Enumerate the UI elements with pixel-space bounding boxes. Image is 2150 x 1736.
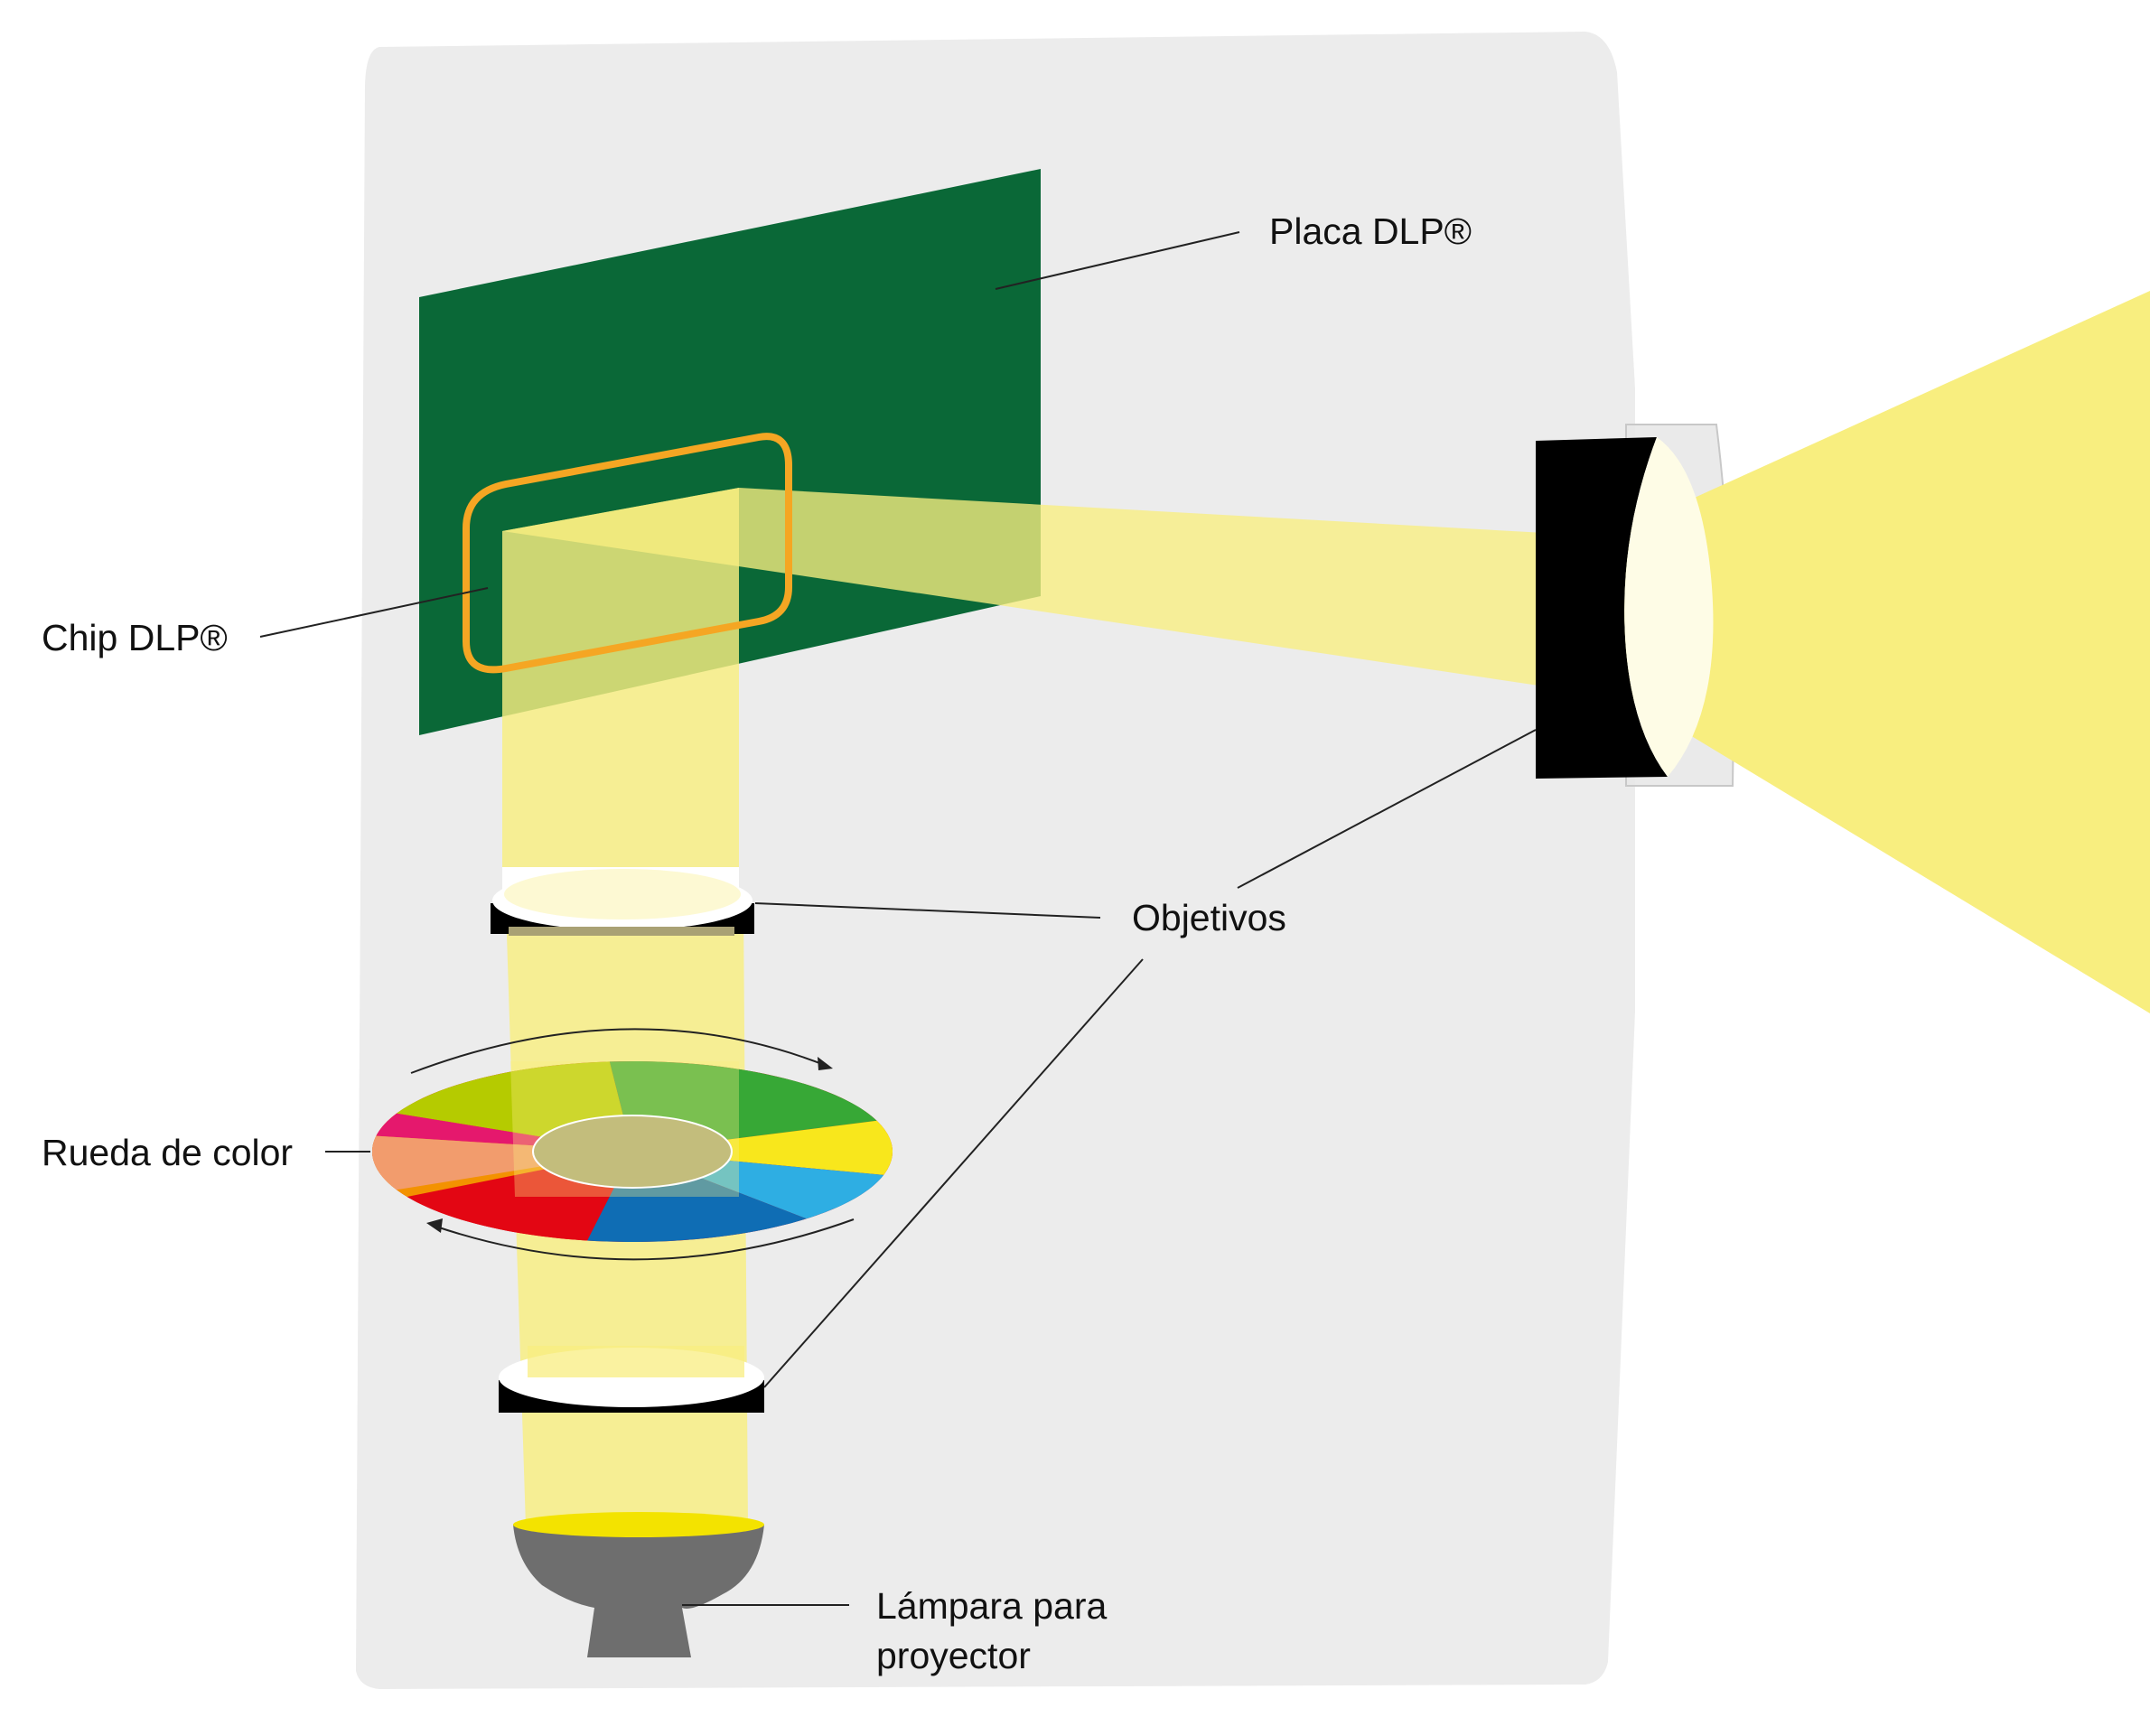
lower-objective-lens (499, 1346, 764, 1413)
label-rueda-de-color: Rueda de color (42, 1132, 293, 1173)
lamp-glow (513, 1512, 764, 1537)
leader-objetivos-upper (754, 902, 1101, 919)
rotation-arrow-top (410, 1028, 827, 1074)
dlp-chip (463, 433, 792, 674)
leader-objetivos-output (1237, 729, 1537, 889)
leader-objetivos-lower (763, 958, 1144, 1388)
upper-objective-lens (491, 867, 754, 936)
vertical-light-beam (502, 488, 739, 907)
color-wheel-hub (532, 1115, 733, 1189)
projected-light-cone (1617, 291, 2150, 1013)
color-wheel-segment (632, 1120, 893, 1175)
rotation-arrow-bottom (433, 1218, 855, 1261)
color-wheel (372, 1061, 893, 1242)
label-objetivos: Objetivos (1132, 897, 1286, 938)
label-lampara-line2: proyector (876, 1635, 1031, 1676)
leader-chip (259, 587, 489, 638)
rotation-arrowhead-top (818, 1057, 833, 1070)
label-chip-dlp: Chip DLP® (42, 617, 228, 658)
rotation-arrows (410, 1028, 855, 1261)
reflected-light-beam (502, 488, 1545, 686)
label-placa-dlp: Placa DLP® (1269, 210, 1472, 252)
rotation-arrowhead-bottom (426, 1218, 443, 1233)
label-lampara-line1: Lámpara para (876, 1585, 1107, 1627)
projector-lamp (513, 1512, 764, 1657)
leader-placa (995, 231, 1240, 290)
output-lens (1536, 437, 1714, 779)
